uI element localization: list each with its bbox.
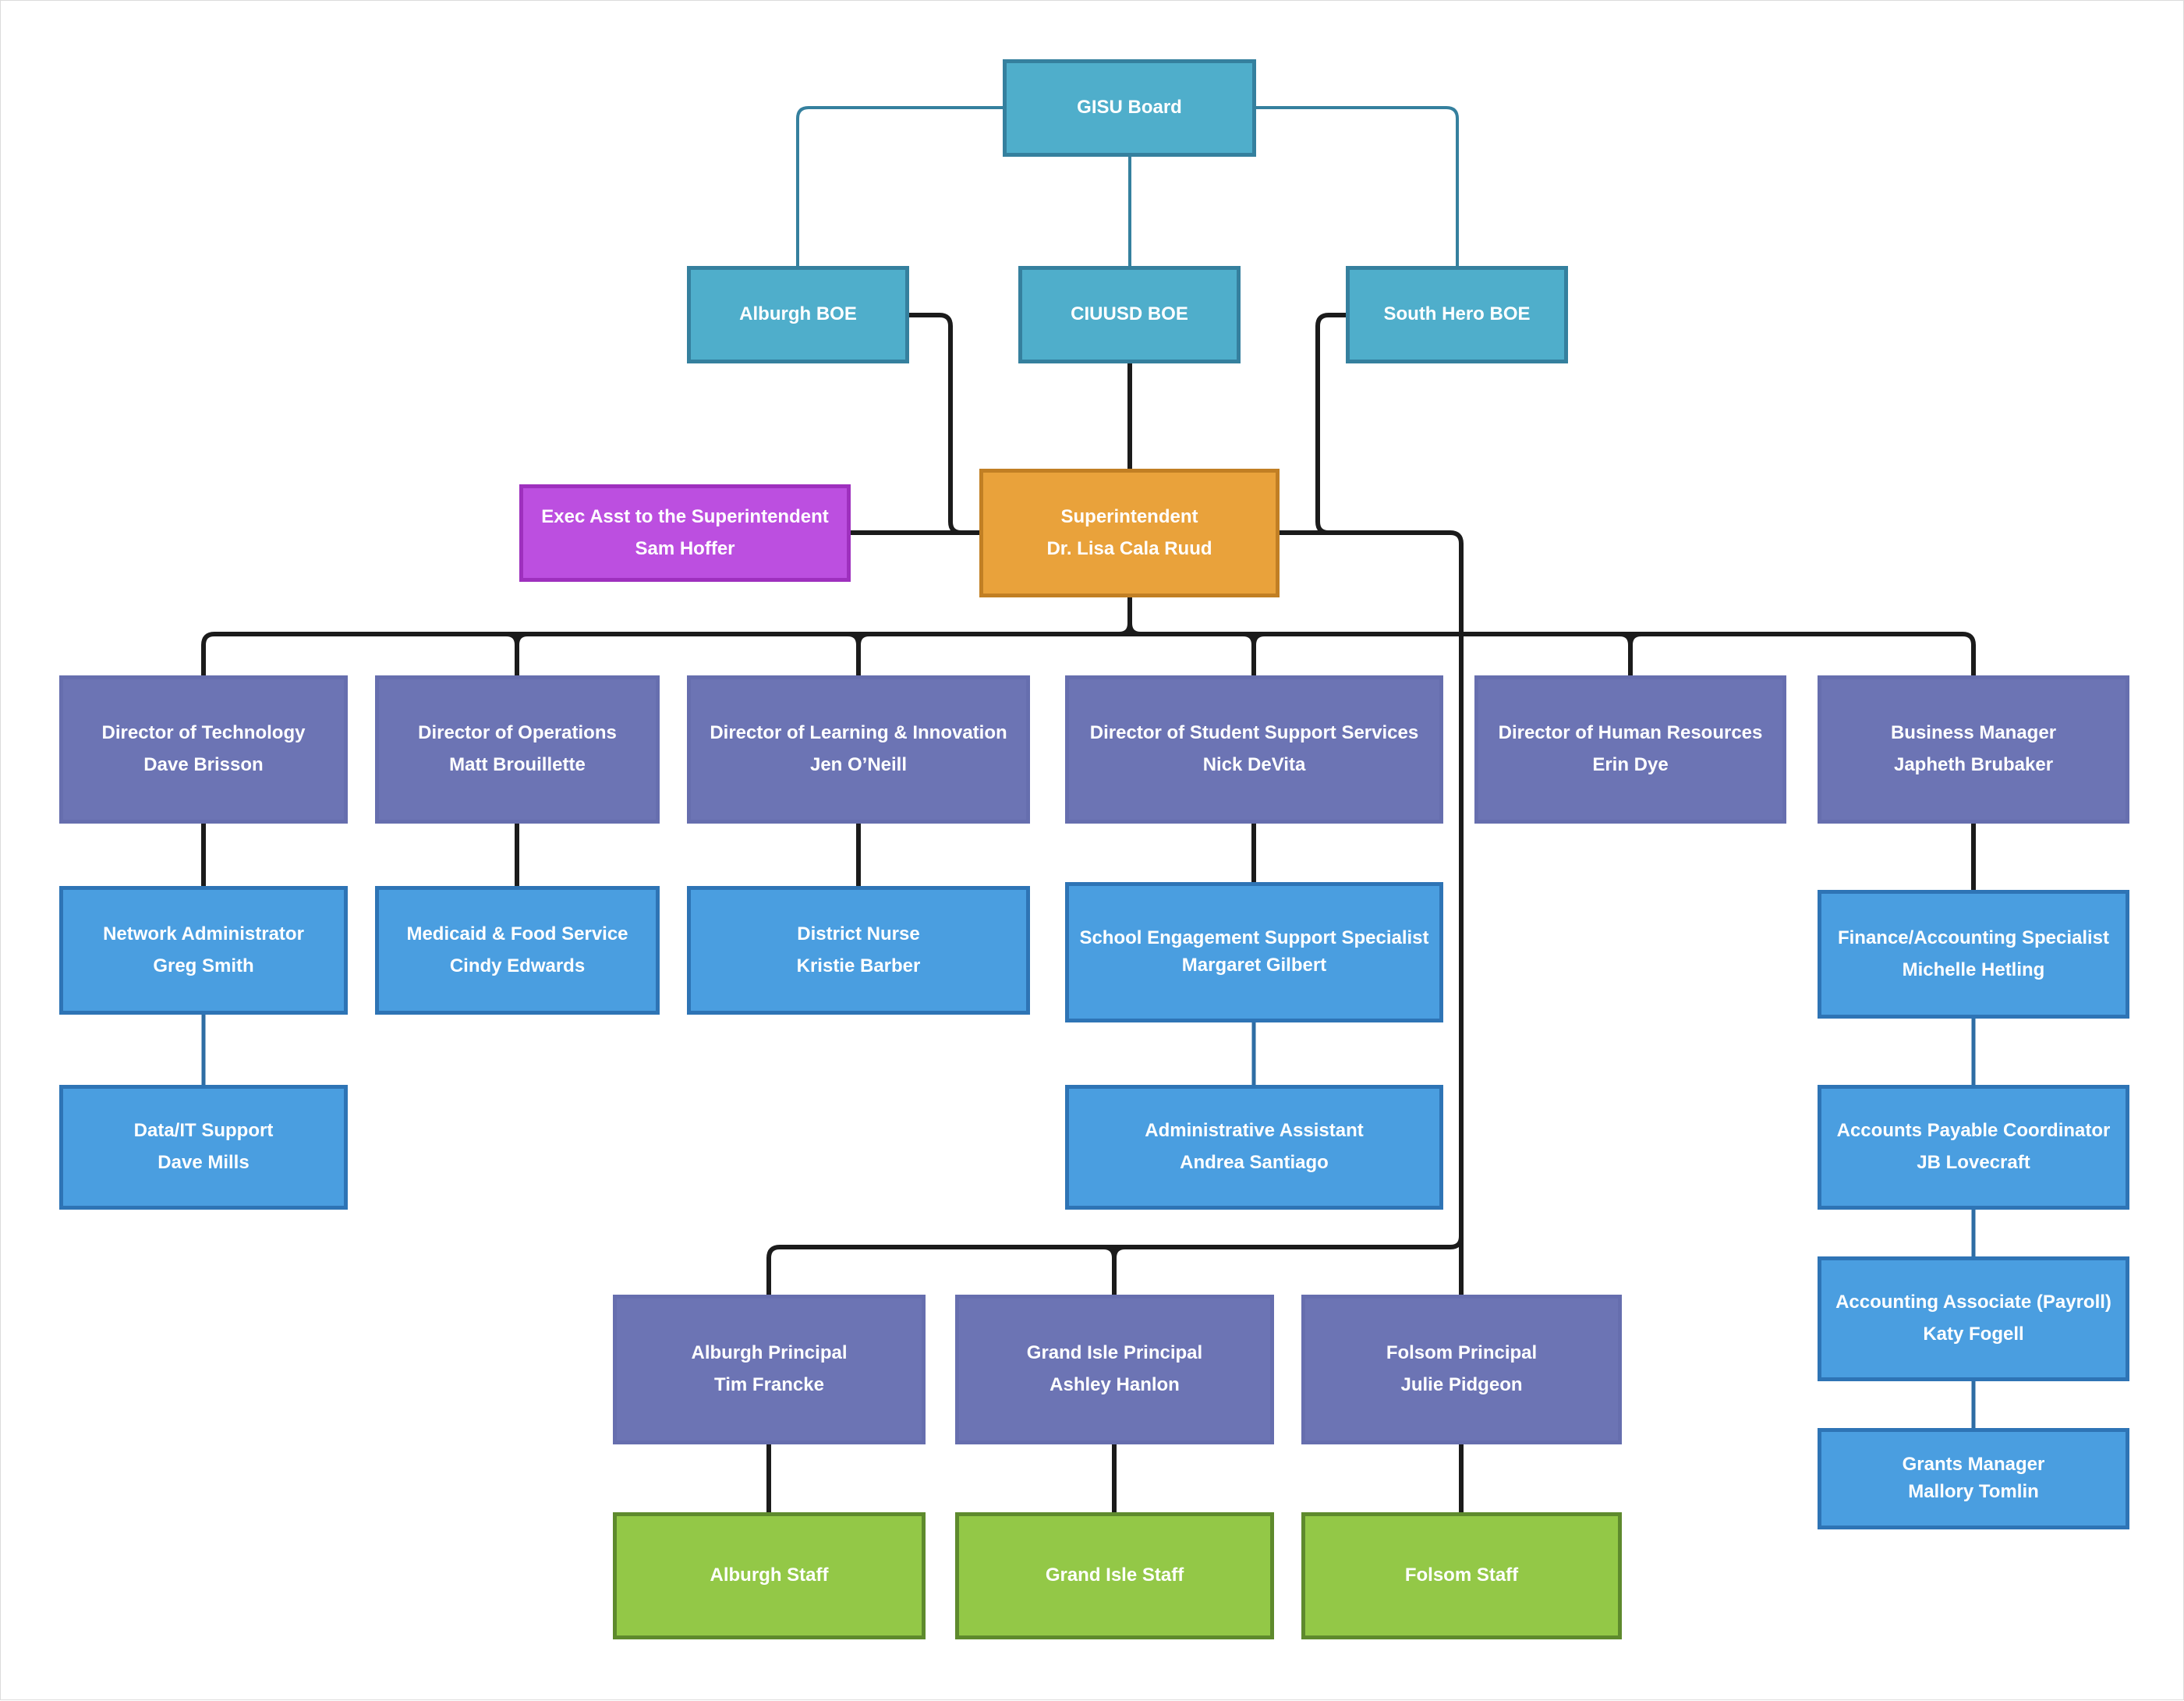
connector-superintendent-to-folsom-principal bbox=[1280, 530, 1464, 1295]
connector-superintendent-stem-left bbox=[1118, 597, 1132, 636]
org-node-south-hero-boe: South Hero BOE bbox=[1346, 266, 1568, 363]
connector-gisu-to-southhero-boe bbox=[1256, 106, 1459, 266]
connector-gisu-to-alburgh-boe bbox=[796, 106, 1003, 266]
node-person: Kristie Barber bbox=[796, 955, 921, 976]
org-node-director-student-support: Director of Student Support Services Nic… bbox=[1065, 675, 1443, 824]
node-person: Dave Mills bbox=[158, 1152, 250, 1173]
connector-bus-to-operations bbox=[505, 632, 529, 675]
org-node-folsom-principal: Folsom Principal Julie Pidgeon bbox=[1301, 1295, 1622, 1444]
node-person: Sam Hoffer bbox=[635, 537, 735, 559]
connector-bus-to-hr bbox=[1619, 632, 1642, 675]
connector-alburgh-boe-to-superintendent bbox=[909, 313, 962, 535]
org-node-gisu-board: GISU Board bbox=[1003, 59, 1256, 157]
connector-bus-to-learning bbox=[847, 632, 870, 675]
org-node-network-admin: Network Administrator Greg Smith bbox=[59, 886, 348, 1015]
org-node-director-technology: Director of Technology Dave Brisson bbox=[59, 675, 348, 824]
org-node-medicaid-food-service: Medicaid & Food Service Cindy Edwards bbox=[375, 886, 660, 1015]
org-node-grand-isle-principal: Grand Isle Principal Ashley Hanlon bbox=[955, 1295, 1274, 1444]
org-node-director-learning: Director of Learning & Innovation Jen O’… bbox=[687, 675, 1030, 824]
node-title: Accounts Payable Coordinator bbox=[1836, 1120, 2111, 1142]
node-title: Director of Human Resources bbox=[1498, 722, 1763, 744]
node-title: Network Administrator bbox=[103, 923, 304, 944]
node-title: Director of Learning & Innovation bbox=[710, 722, 1007, 744]
node-title: Folsom Principal bbox=[1386, 1342, 1538, 1364]
org-node-superintendent: Superintendent Dr. Lisa Cala Ruud bbox=[979, 469, 1280, 597]
primary-connectors bbox=[201, 313, 1976, 1512]
org-node-alburgh-boe: Alburgh BOE bbox=[687, 266, 909, 363]
node-person: Ashley Hanlon bbox=[1050, 1374, 1180, 1395]
node-title: CIUUSD BOE bbox=[1071, 303, 1188, 325]
node-title: Grand Isle Staff bbox=[1045, 1565, 1184, 1586]
node-title: Medicaid & Food Service bbox=[406, 923, 628, 944]
node-person: Dave Brisson bbox=[143, 754, 264, 775]
board-connectors bbox=[796, 106, 1459, 266]
node-person: Katy Fogell bbox=[1923, 1324, 2024, 1345]
node-title: School Engagement Support Specialist bbox=[1079, 927, 1429, 949]
node-title: Finance/Accounting Specialist bbox=[1837, 927, 2110, 948]
connector-principals-bus-to-alburgh bbox=[766, 1235, 1464, 1295]
node-title: Data/IT Support bbox=[133, 1120, 274, 1142]
node-person: JB Lovecraft bbox=[1917, 1152, 2030, 1173]
node-title: Director of Technology bbox=[101, 722, 306, 744]
node-title: Director of Operations bbox=[418, 722, 617, 744]
secondary-connectors bbox=[201, 1015, 1976, 1428]
node-title: Folsom Staff bbox=[1404, 1565, 1519, 1586]
org-node-ciuusd-boe: CIUUSD BOE bbox=[1018, 266, 1241, 363]
node-title: Exec Asst to the Superintendent bbox=[541, 505, 829, 527]
org-node-exec-asst: Exec Asst to the Superintendent Sam Hoff… bbox=[519, 484, 851, 582]
node-person: Japheth Brubaker bbox=[1893, 754, 2054, 775]
node-person: Greg Smith bbox=[153, 955, 254, 976]
connector-southhero-boe-to-superintendent bbox=[1315, 313, 1346, 535]
node-person: Nick DeVita bbox=[1202, 754, 1306, 775]
node-person: Erin Dye bbox=[1592, 754, 1669, 775]
node-person: Andrea Santiago bbox=[1180, 1152, 1329, 1173]
org-node-district-nurse: District Nurse Kristie Barber bbox=[687, 886, 1030, 1015]
node-title: Grants Manager bbox=[1902, 1454, 2045, 1476]
org-node-school-engagement: School Engagement Support Specialist Mar… bbox=[1065, 882, 1443, 1022]
node-person: Julie Pidgeon bbox=[1400, 1374, 1523, 1395]
node-person: Mallory Tomlin bbox=[1908, 1481, 2039, 1502]
node-title: Alburgh BOE bbox=[739, 303, 857, 325]
org-node-alburgh-principal: Alburgh Principal Tim Francke bbox=[613, 1295, 926, 1444]
node-title: District Nurse bbox=[797, 923, 920, 944]
org-node-business-manager: Business Manager Japheth Brubaker bbox=[1818, 675, 2129, 824]
node-title: Administrative Assistant bbox=[1145, 1120, 1364, 1142]
node-title: Business Manager bbox=[1890, 722, 2057, 744]
node-title: Superintendent bbox=[1060, 505, 1198, 527]
node-title: Director of Student Support Services bbox=[1089, 722, 1419, 744]
node-person: Dr. Lisa Cala Ruud bbox=[1046, 537, 1212, 559]
node-person: Jen O’Neill bbox=[809, 754, 908, 775]
org-node-finance-specialist: Finance/Accounting Specialist Michelle H… bbox=[1818, 890, 2129, 1019]
node-title: Alburgh Staff bbox=[710, 1565, 829, 1586]
node-title: Accounting Associate (Payroll) bbox=[1835, 1292, 2111, 1313]
org-node-alburgh-staff: Alburgh Staff bbox=[613, 1512, 926, 1639]
node-title: Grand Isle Principal bbox=[1026, 1342, 1203, 1364]
org-node-accounting-associate: Accounting Associate (Payroll) Katy Foge… bbox=[1818, 1256, 2129, 1381]
org-node-grants-manager: Grants Manager Mallory Tomlin bbox=[1818, 1428, 2129, 1529]
node-person: Cindy Edwards bbox=[449, 955, 586, 976]
org-node-admin-assistant: Administrative Assistant Andrea Santiago bbox=[1065, 1085, 1443, 1210]
connector-bus-to-student-support bbox=[1242, 632, 1265, 675]
org-node-data-it-support: Data/IT Support Dave Mills bbox=[59, 1085, 348, 1210]
node-title: Alburgh Principal bbox=[691, 1342, 848, 1364]
node-title: GISU Board bbox=[1077, 97, 1182, 119]
connector-directors-bus bbox=[201, 632, 1976, 675]
node-person: Tim Francke bbox=[714, 1374, 824, 1395]
org-node-director-operations: Director of Operations Matt Brouillette bbox=[375, 675, 660, 824]
connector-principals-bus-to-grand-isle bbox=[1103, 1245, 1126, 1295]
org-node-grand-isle-staff: Grand Isle Staff bbox=[955, 1512, 1274, 1639]
org-node-accounts-payable: Accounts Payable Coordinator JB Lovecraf… bbox=[1818, 1085, 2129, 1210]
node-title: South Hero BOE bbox=[1383, 303, 1531, 325]
node-person: Margaret Gilbert bbox=[1181, 955, 1327, 976]
org-node-director-hr: Director of Human Resources Erin Dye bbox=[1474, 675, 1786, 824]
node-person: Michelle Hetling bbox=[1902, 959, 2045, 980]
node-person: Matt Brouillette bbox=[449, 754, 586, 775]
org-node-folsom-staff: Folsom Staff bbox=[1301, 1512, 1622, 1639]
